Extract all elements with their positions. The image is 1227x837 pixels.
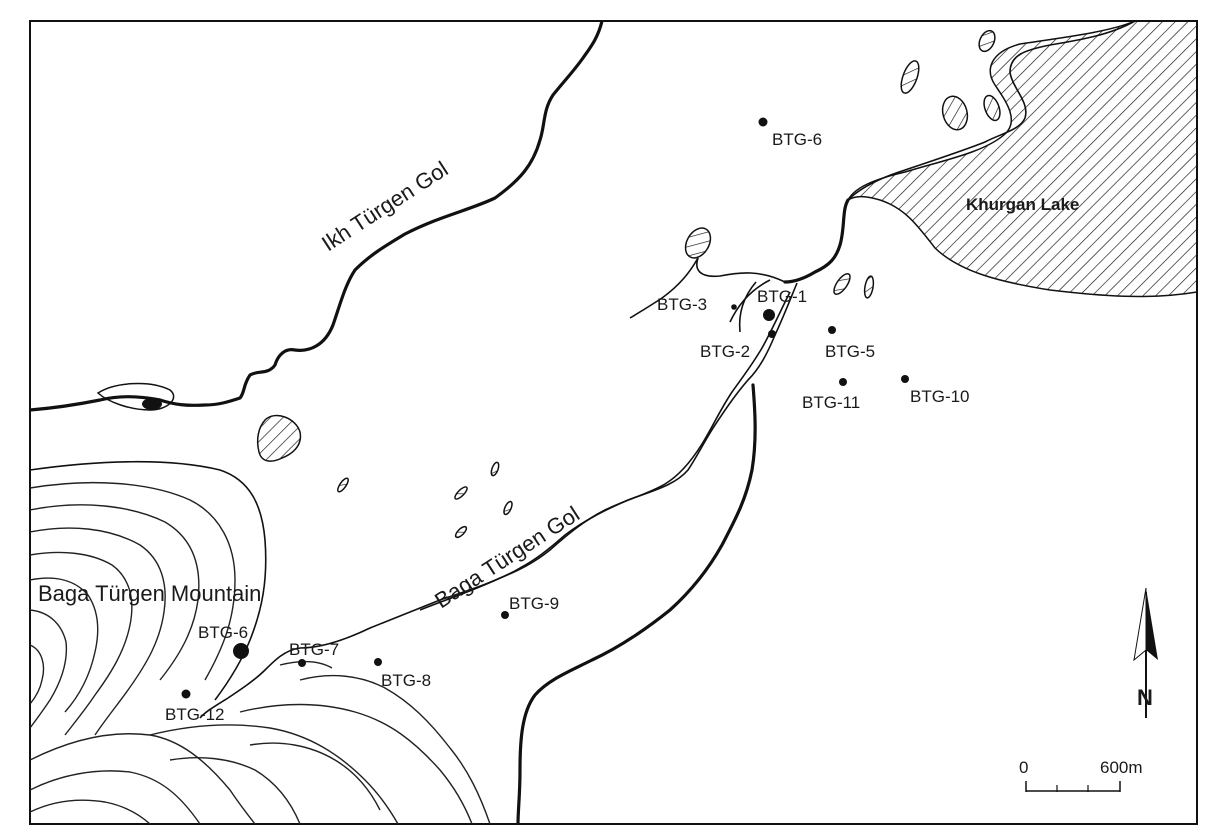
contour-13	[299, 674, 491, 824]
islet-valley-3	[454, 486, 468, 500]
ikh-turgen-gol-river	[30, 21, 604, 412]
islet-valley-1	[337, 477, 349, 493]
delta-bank	[696, 257, 786, 283]
contour-9	[30, 770, 201, 824]
contour-16	[169, 756, 301, 824]
baga-turgen-gol-river	[199, 282, 798, 719]
contour-2	[30, 504, 200, 681]
oxbow-lake	[96, 382, 175, 411]
contour-11	[149, 724, 399, 824]
contour-5	[30, 577, 99, 713]
islet-delta-1	[833, 273, 851, 295]
contour-7	[30, 644, 45, 705]
ikh-river-east-bank	[847, 21, 1136, 201]
site-marker-btg10[interactable]	[901, 375, 909, 383]
site-label-btg10: BTG-10	[910, 387, 970, 406]
tributary-3	[738, 281, 757, 333]
site-markers	[181, 117, 909, 699]
site-label-btg5: BTG-5	[825, 342, 875, 361]
baga-turgen-gol-bank2	[419, 291, 791, 611]
valley-east-bank	[516, 383, 757, 824]
contour-3	[30, 527, 166, 736]
scale-bar: 0 600m	[1019, 758, 1143, 792]
site-marker-btg6-north[interactable]	[758, 117, 768, 127]
site-label-btg3: BTG-3	[657, 295, 707, 314]
label-baga-turgen-mountain: Baga Türgen Mountain	[38, 581, 261, 606]
islet-ne-4	[983, 94, 1001, 122]
contour-12	[239, 703, 473, 824]
north-arrow: N	[1133, 587, 1158, 718]
site-marker-btg5[interactable]	[828, 326, 836, 334]
contour-15	[249, 742, 381, 811]
tributary-1	[629, 257, 699, 319]
contour-6	[30, 609, 68, 729]
site-label-btg1: BTG-1	[757, 287, 807, 306]
site-labels: BTG-6 BTG-3 BTG-1 BTG-2 BTG-5 BTG-11 BTG…	[165, 130, 970, 724]
label-khurgan-lake: Khurgan Lake	[966, 195, 1079, 214]
islet-delta-3	[684, 227, 712, 259]
site-label-btg12: BTG-12	[165, 705, 225, 724]
site-label-btg7: BTG-7	[289, 640, 339, 659]
site-marker-btg1[interactable]	[763, 309, 775, 321]
site-label-btg11: BTG-11	[802, 393, 860, 412]
islet-ne-2	[900, 60, 920, 94]
islet-valley-5	[454, 525, 468, 539]
site-label-btg9: BTG-9	[509, 594, 559, 613]
site-marker-btg12[interactable]	[181, 689, 191, 699]
site-label-btg6-north: BTG-6	[772, 130, 822, 149]
contour-8	[30, 733, 256, 824]
oxbow-black	[142, 398, 162, 410]
scale-start-label: 0	[1019, 758, 1028, 777]
north-label: N	[1137, 685, 1153, 710]
site-marker-btg8[interactable]	[374, 658, 382, 666]
islet-valley-2	[490, 461, 500, 477]
delta-channel	[783, 198, 850, 284]
islet-west	[256, 414, 302, 462]
contour-1	[30, 481, 236, 681]
site-marker-btg7[interactable]	[298, 659, 306, 667]
islet-valley-4	[503, 500, 513, 516]
site-marker-btg11[interactable]	[839, 378, 847, 386]
site-label-btg2: BTG-2	[700, 342, 750, 361]
site-label-btg8: BTG-8	[381, 671, 431, 690]
contour-10	[30, 799, 151, 824]
islet-ne-1	[978, 29, 996, 53]
islet-ne-3	[941, 95, 969, 131]
site-marker-btg2[interactable]	[768, 330, 776, 338]
contour-4	[30, 551, 133, 736]
khurgan-lake	[845, 21, 1197, 298]
scale-end-label: 600m	[1100, 758, 1143, 777]
site-marker-btg6-south[interactable]	[233, 643, 249, 659]
site-marker-btg9[interactable]	[501, 611, 509, 619]
contour-14	[279, 660, 333, 669]
islet-delta-2	[863, 275, 875, 299]
site-label-btg6-south: BTG-6	[198, 623, 248, 642]
site-marker-btg3[interactable]	[731, 304, 737, 310]
